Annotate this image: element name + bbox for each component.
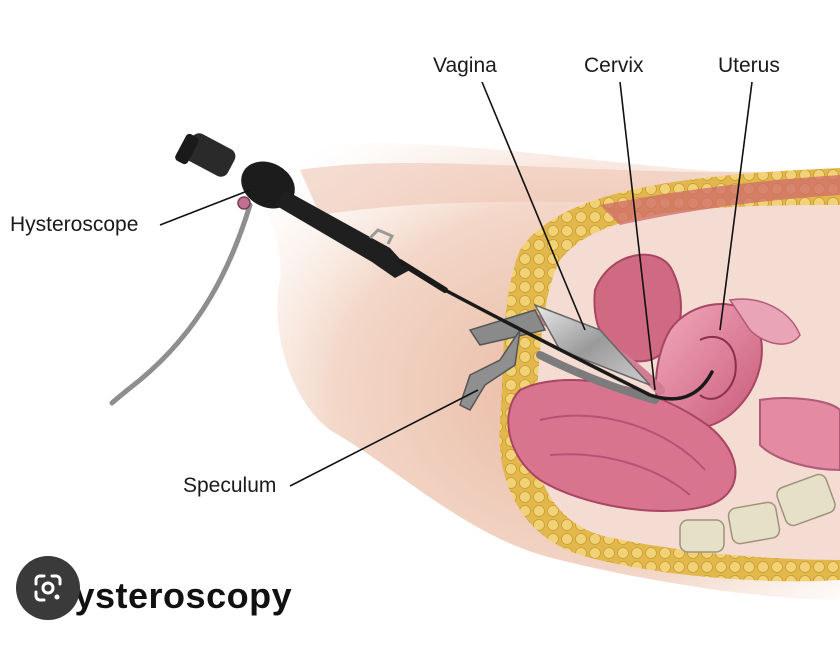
hysteroscope-leader xyxy=(160,190,250,225)
speculum-label: Speculum xyxy=(183,475,276,496)
figure-title: Hysteroscopy xyxy=(48,578,292,614)
vagina-label: Vagina xyxy=(433,55,497,76)
google-lens-button[interactable] xyxy=(16,556,80,620)
google-lens-icon xyxy=(32,572,64,604)
pelvic-anatomy xyxy=(499,168,840,581)
uterus-label: Uterus xyxy=(718,55,780,76)
hysteroscope-label: Hysteroscope xyxy=(10,214,138,235)
cervix-label: Cervix xyxy=(584,55,644,76)
